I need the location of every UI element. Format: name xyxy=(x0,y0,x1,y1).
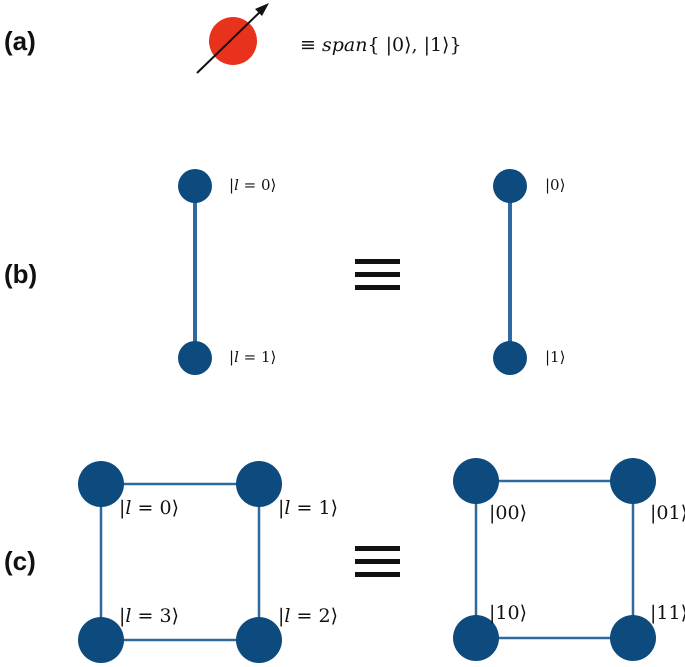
node-b-left-bottom xyxy=(178,341,212,375)
panel-a-equation: ≡ span{ |0⟩, |1⟩} xyxy=(300,34,462,56)
node-c-right-tl xyxy=(453,458,499,504)
span-args: { |0⟩, |1⟩} xyxy=(367,34,461,56)
ket-c-left-tr: |l = 1⟩ xyxy=(278,497,338,519)
square-graph-left xyxy=(78,461,282,663)
ket-c-left-tl: |l = 0⟩ xyxy=(119,497,179,519)
ket-b-left-bottom: |l = 1⟩ xyxy=(229,348,276,366)
spin-qubit-icon xyxy=(196,3,269,74)
node-c-right-tr xyxy=(610,458,656,504)
spin-ball xyxy=(209,17,257,65)
node-c-right-bl xyxy=(453,615,499,661)
ket-c-right-tl: |00⟩ xyxy=(489,502,527,524)
ket-c-left-br: |l = 2⟩ xyxy=(278,605,338,627)
node-b-right-top xyxy=(493,169,527,203)
node-c-left-br xyxy=(236,617,282,663)
square-graph-right xyxy=(453,458,656,661)
ket-b-left-top: |l = 0⟩ xyxy=(229,176,276,194)
ket-c-right-bl: |10⟩ xyxy=(489,602,527,624)
panel-b-label: (b) xyxy=(4,259,37,289)
node-b-left-top xyxy=(178,169,212,203)
span-word: span xyxy=(322,34,367,56)
node-b-right-bottom xyxy=(493,341,527,375)
ket-c-left-bl: |l = 3⟩ xyxy=(119,605,179,627)
ket-b-right-bottom: |1⟩ xyxy=(545,348,565,366)
equivalence-symbol-b xyxy=(355,259,400,290)
spin-arrow-shaft xyxy=(196,9,263,74)
node-c-right-br xyxy=(610,615,656,661)
ket-b-right-top: |0⟩ xyxy=(545,176,565,194)
panel-c-label: (c) xyxy=(4,546,36,576)
node-c-left-tl xyxy=(78,461,124,507)
ket-c-right-br: |11⟩ xyxy=(650,602,685,624)
node-c-left-bl xyxy=(78,617,124,663)
equation-prefix: ≡ xyxy=(300,34,322,56)
panel-a-label: (a) xyxy=(4,26,36,56)
spin-arrow-head xyxy=(255,3,269,16)
equivalence-symbol-c xyxy=(355,546,400,577)
node-c-left-tr xyxy=(236,461,282,507)
ket-c-right-tr: |01⟩ xyxy=(650,502,685,524)
